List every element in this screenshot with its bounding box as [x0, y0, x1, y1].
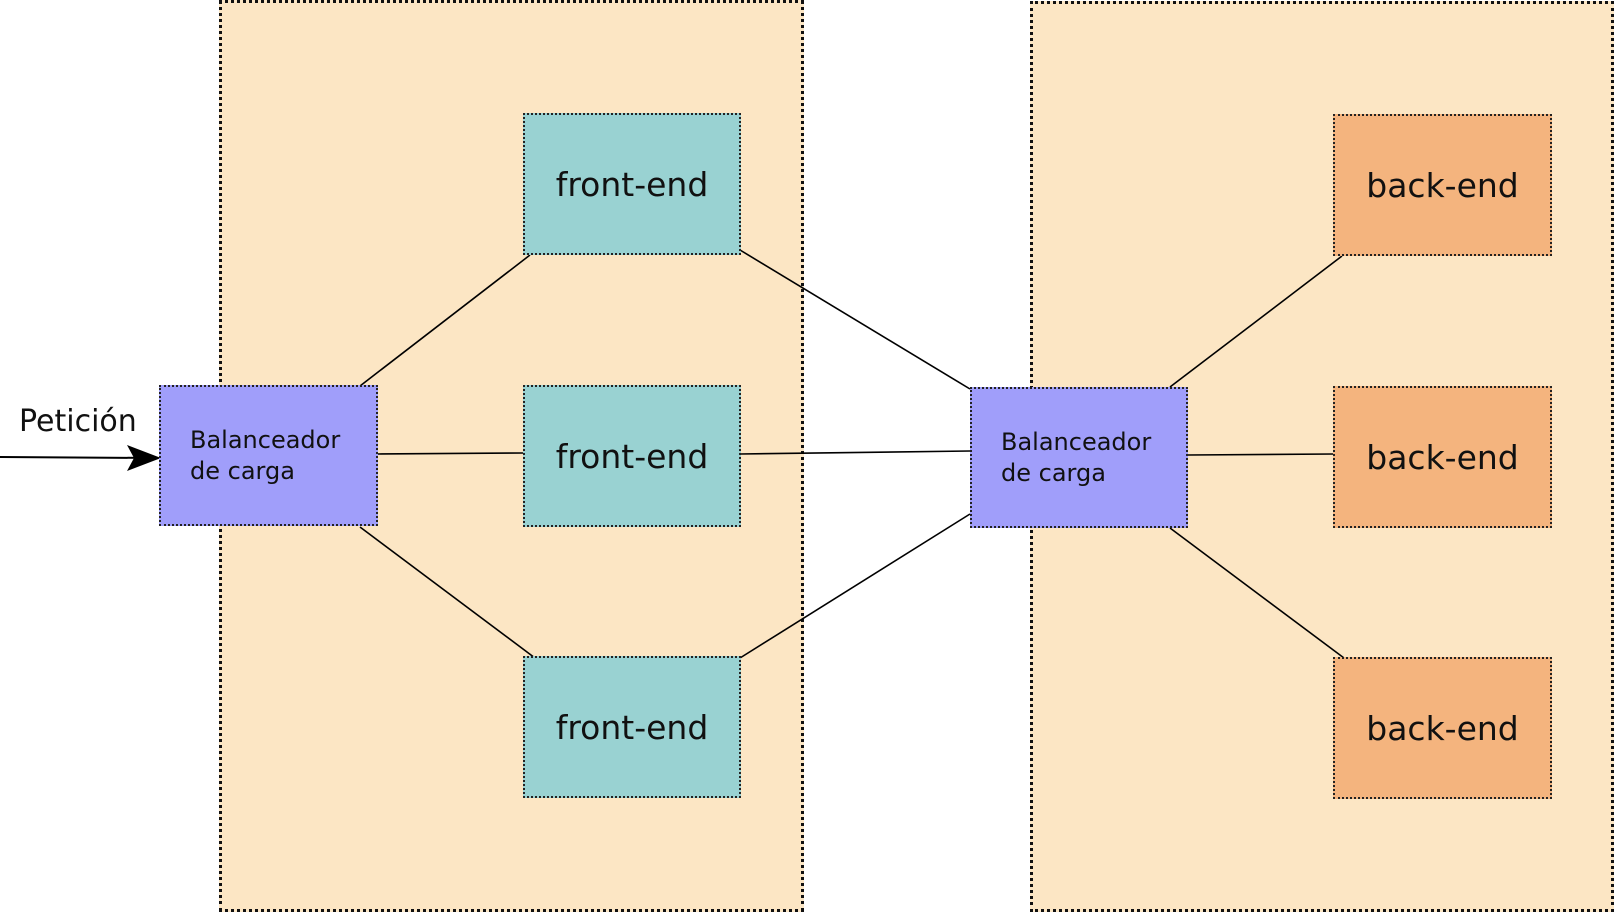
backend-label: back-end [1366, 437, 1519, 477]
link-lb1-frontend-3 [359, 526, 536, 659]
request-arrowhead [127, 445, 161, 471]
link-lb2-backend-1 [1169, 255, 1343, 388]
request-arrow [0, 456, 158, 459]
load-balancer-frontend: Balanceador de carga [159, 385, 378, 526]
load-balancer-backend: Balanceador de carga [970, 387, 1188, 528]
link-lb1-frontend-2 [377, 452, 525, 455]
link-lb1-frontend-1 [359, 254, 531, 387]
backend-node-1: back-end [1333, 114, 1552, 256]
link-lb2-backend-2 [1187, 453, 1335, 456]
backend-node-3: back-end [1333, 657, 1552, 799]
frontend-label: front-end [555, 436, 709, 476]
link-frontend-3-lb2 [739, 513, 971, 659]
frontend-label: front-end [555, 164, 709, 204]
frontend-node-2: front-end [523, 385, 741, 527]
frontend-node-1: front-end [523, 113, 741, 255]
frontend-node-3: front-end [523, 656, 741, 798]
load-balancer-label: Balanceador de carga [190, 425, 341, 485]
link-frontend-2-lb2 [739, 450, 971, 455]
backend-label: back-end [1366, 165, 1519, 205]
request-label: Petición [19, 404, 137, 439]
link-frontend-1-lb2 [739, 249, 971, 390]
link-lb2-backend-3 [1169, 527, 1345, 659]
load-balancer-label: Balanceador de carga [1001, 427, 1152, 487]
backend-label: back-end [1366, 708, 1519, 748]
frontend-label: front-end [555, 707, 709, 747]
backend-node-2: back-end [1333, 386, 1552, 528]
